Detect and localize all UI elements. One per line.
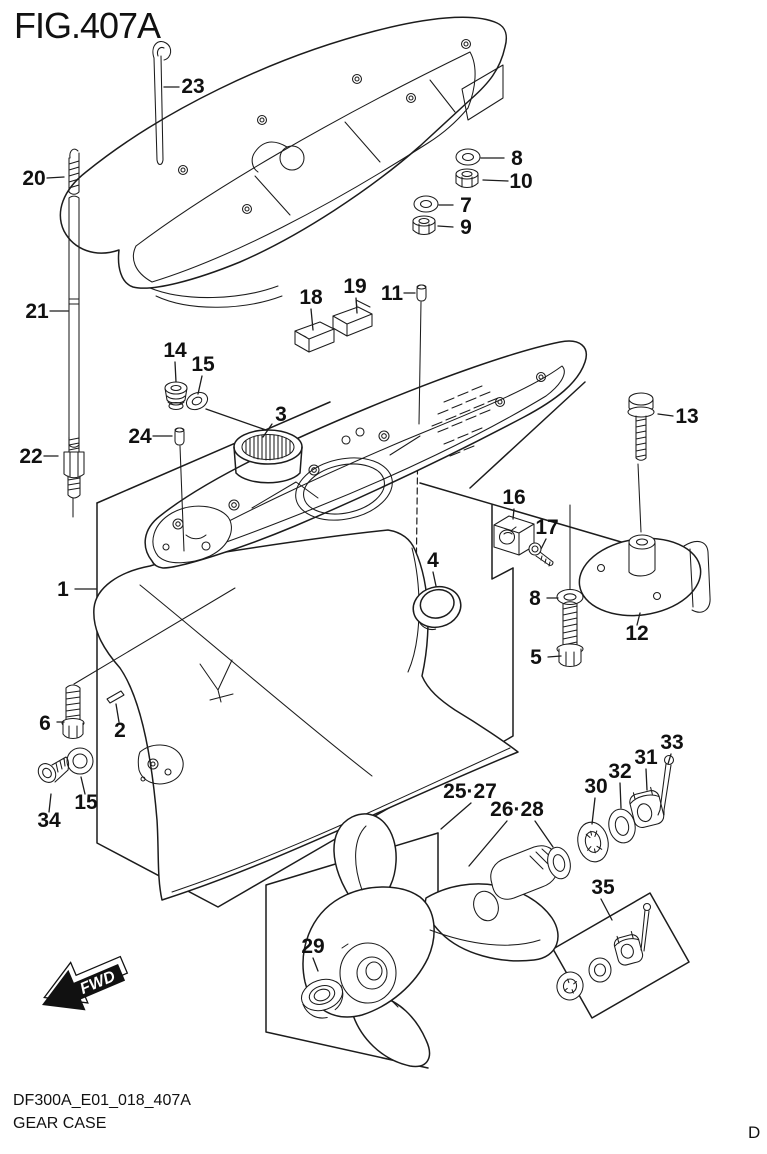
- part-callout-25·27: 25·27: [443, 780, 497, 803]
- bolt-6: [61, 587, 236, 740]
- part-callout-15: 15: [191, 353, 215, 376]
- drawing-code: DF300A_E01_018_407A: [13, 1092, 191, 1109]
- grommet-4: [412, 585, 462, 631]
- plug-14: [164, 381, 188, 411]
- propeller: [302, 813, 559, 1068]
- gear-case-body: [93, 529, 519, 901]
- part-callout-11: 11: [381, 282, 404, 305]
- part-callout-32: 32: [608, 760, 631, 783]
- trim-tab-12: [578, 534, 711, 617]
- castle-nut-31: [629, 786, 665, 828]
- part-callout-22: 22: [19, 445, 42, 468]
- gear-case-deck: [144, 340, 587, 569]
- part-callout-7: 7: [460, 194, 472, 217]
- pin-2: [106, 690, 125, 704]
- part-callout-3: 3: [275, 403, 287, 426]
- spacer-29: [300, 978, 344, 1019]
- spline-washer-30: [577, 821, 609, 863]
- fwd-arrow-face: [42, 964, 126, 1011]
- washer-15-top: [185, 391, 209, 411]
- bolt-13: [627, 392, 655, 533]
- part-callout-31: 31: [634, 746, 658, 769]
- part-callout-14: 14: [163, 339, 187, 362]
- part-callout-21: 21: [25, 300, 49, 323]
- part-callout-35: 35: [591, 876, 615, 899]
- gear-case-cap: [59, 16, 508, 308]
- part-callout-15: 15: [74, 791, 98, 814]
- part-callout-2: 2: [114, 719, 126, 742]
- part-callout-13: 13: [675, 405, 698, 428]
- figure-title: FIG.407A: [14, 5, 161, 46]
- part-callout-23: 23: [181, 75, 204, 98]
- pin-24: [174, 427, 185, 552]
- part-callout-29: 29: [301, 935, 324, 958]
- drawing-title: GEAR CASE: [13, 1115, 106, 1132]
- rod-23: [152, 41, 172, 166]
- shift-rod-20-21-22: [63, 148, 85, 518]
- washer-32: [608, 808, 636, 844]
- washer-8-mid: [556, 504, 584, 606]
- nut-9: [412, 215, 436, 236]
- part-callout-19: 19: [343, 275, 366, 298]
- part-callout-5: 5: [530, 646, 542, 669]
- part-callout-6: 6: [39, 712, 51, 735]
- leader-lines: [43, 86, 674, 972]
- part-callout-16: 16: [502, 486, 525, 509]
- kit-35-contents: [556, 902, 652, 1001]
- part-callout-9: 9: [460, 216, 472, 239]
- part-callout-18: 18: [299, 286, 323, 309]
- bracket-18: [294, 321, 335, 353]
- hub-assembly: [473, 845, 571, 922]
- sheet-letter: D: [748, 1123, 760, 1142]
- plug-34: [37, 756, 70, 783]
- part-callout-8: 8: [511, 147, 523, 170]
- part-callout-4: 4: [427, 549, 439, 572]
- fwd-arrow-outline: [43, 955, 129, 1004]
- part-callout-8: 8: [529, 587, 541, 610]
- part-callout-10: 10: [509, 170, 532, 193]
- nut-10: [455, 168, 479, 189]
- cotter-pin-33: [657, 754, 675, 816]
- part-callout-26·28: 26·28: [490, 798, 544, 821]
- block-16: [493, 515, 535, 556]
- part-callout-1: 1: [57, 578, 69, 601]
- washer-8-top: [455, 148, 481, 166]
- part-callout-20: 20: [22, 167, 45, 190]
- washer-7: [413, 195, 439, 213]
- part-callout-24: 24: [128, 425, 152, 448]
- washer-15-bottom: [66, 747, 94, 775]
- fwd-arrow: FWD: [42, 955, 129, 1011]
- screw-17: [528, 542, 554, 567]
- part-callout-33: 33: [660, 731, 683, 754]
- part-callout-34: 34: [37, 809, 61, 832]
- part-callout-30: 30: [584, 775, 607, 798]
- bracket-19: [332, 299, 373, 337]
- pin-11: [416, 284, 427, 425]
- part-callout-17: 17: [535, 516, 558, 539]
- part-callout-12: 12: [625, 622, 648, 645]
- bolt-5: [556, 601, 584, 668]
